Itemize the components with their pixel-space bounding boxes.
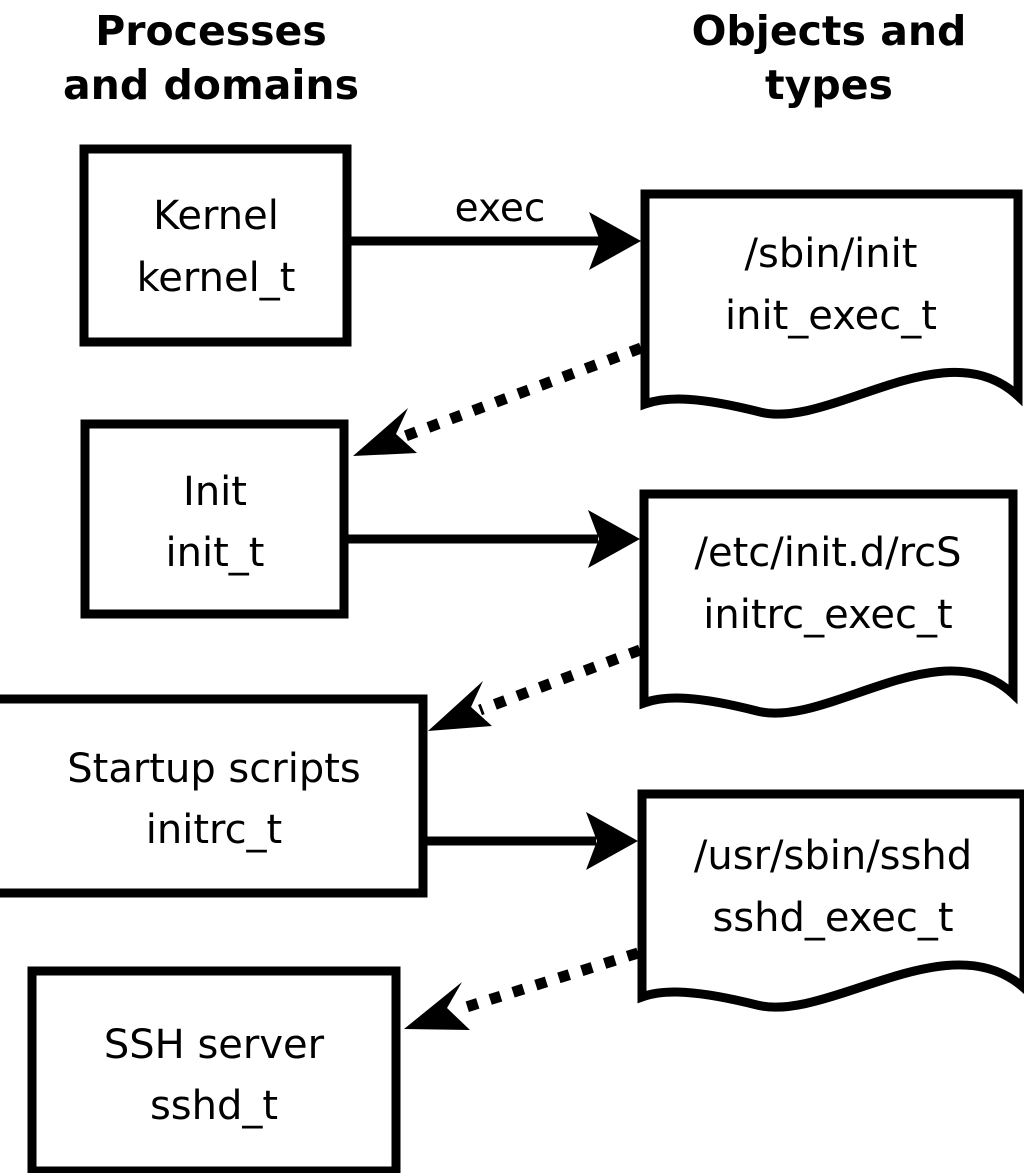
arrow-head-icon xyxy=(428,681,492,731)
node-etc-initd-rcs-line2: initrc_exec_t xyxy=(703,592,952,638)
node-startup-scripts-line1: Startup scripts xyxy=(67,746,360,792)
edge-initrc-exec-to-initrc xyxy=(428,644,642,731)
node-usr-sbin-sshd-document-shape[interactable] xyxy=(637,789,1024,1012)
column-header-right: Objects and types xyxy=(692,7,967,109)
node-kernel-box[interactable] xyxy=(79,144,352,347)
node-init-line1: Init xyxy=(183,469,247,515)
edge-sshd-exec-to-sshd xyxy=(404,947,640,1030)
node-kernel-line2: kernel_t xyxy=(137,255,296,301)
node-init-line2: init_t xyxy=(166,530,265,576)
edge-label-exec: exec xyxy=(455,186,546,231)
node-init-box[interactable] xyxy=(80,419,349,619)
node-usr-sbin-sshd-line1: /usr/sbin/sshd xyxy=(694,833,972,879)
edge-kernel-exec-init-exec: exec xyxy=(350,186,641,270)
node-ssh-server[interactable]: SSH server sshd_t xyxy=(27,966,401,1173)
column-header-left: Processes and domains xyxy=(63,7,359,109)
node-sbin-init-line2: init_exec_t xyxy=(725,293,937,339)
edge-init-exec-to-init xyxy=(353,342,643,456)
edge-line xyxy=(398,342,643,444)
column-header-left-line1: Processes xyxy=(95,7,327,55)
column-header-right-line1: Objects and xyxy=(692,7,967,55)
arrow-head-icon xyxy=(353,408,417,456)
column-header-right-line2: types xyxy=(765,61,893,109)
node-etc-initd-rcs[interactable]: /etc/init.d/rcS initrc_exec_t xyxy=(639,489,1018,718)
arrow-head-icon xyxy=(404,982,470,1030)
node-ssh-server-box[interactable] xyxy=(27,966,401,1173)
node-usr-sbin-sshd-line2: sshd_exec_t xyxy=(712,895,953,941)
edge-initrc-to-sshd-exec xyxy=(427,812,638,870)
node-init[interactable]: Init init_t xyxy=(80,419,349,619)
node-kernel[interactable]: Kernel kernel_t xyxy=(79,144,352,347)
node-etc-initd-rcs-document-shape[interactable] xyxy=(639,489,1018,718)
arrow-head-icon xyxy=(589,212,641,270)
edge-line xyxy=(458,947,640,1015)
node-kernel-line1: Kernel xyxy=(153,193,279,239)
node-ssh-server-line2: sshd_t xyxy=(150,1083,278,1129)
arrow-head-icon xyxy=(588,510,640,568)
node-sbin-init[interactable]: /sbin/init init_exec_t xyxy=(640,189,1023,419)
node-startup-scripts[interactable]: Startup scripts initrc_t xyxy=(0,694,428,898)
node-ssh-server-line1: SSH server xyxy=(104,1022,325,1068)
arrow-head-icon xyxy=(586,812,638,870)
node-startup-scripts-box[interactable] xyxy=(0,694,428,898)
node-startup-scripts-line2: initrc_t xyxy=(146,807,283,853)
edge-line xyxy=(478,644,642,716)
edge-init-to-initrc-exec xyxy=(348,510,640,568)
node-etc-initd-rcs-line1: /etc/init.d/rcS xyxy=(694,530,961,576)
node-sbin-init-line1: /sbin/init xyxy=(745,231,918,277)
node-usr-sbin-sshd[interactable]: /usr/sbin/sshd sshd_exec_t xyxy=(637,789,1024,1012)
column-header-left-line2: and domains xyxy=(63,61,359,109)
node-sbin-init-document-shape[interactable] xyxy=(640,189,1023,419)
